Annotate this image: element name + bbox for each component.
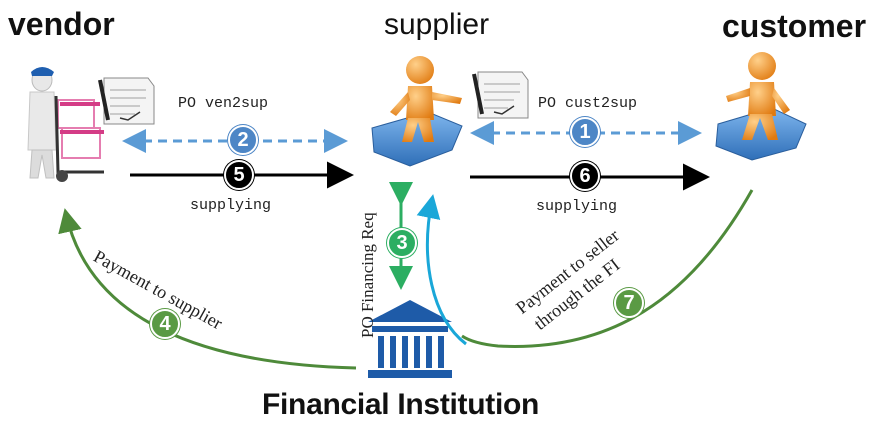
step-badge-6: 6 bbox=[570, 161, 600, 191]
step-badge-7: 7 bbox=[614, 288, 644, 318]
fi-payout-to-supplier-arrow bbox=[416, 194, 467, 346]
document-pen-icon bbox=[472, 71, 529, 119]
bank-building-icon bbox=[368, 300, 452, 378]
po-cust2sup-label: PO cust2sup bbox=[538, 95, 638, 112]
po-ven2sup-label: PO ven2sup bbox=[178, 95, 269, 112]
supplying-label-2: supplying bbox=[536, 198, 618, 215]
supplier-title: supplier bbox=[384, 8, 490, 41]
step-badge-4: 4 bbox=[150, 309, 180, 339]
vendor-title: vendor bbox=[8, 6, 115, 42]
po-financing-req-label: PO Financing Req bbox=[358, 212, 377, 338]
step-badge-5: 5 bbox=[224, 160, 254, 190]
supplier-figure-on-puzzle-icon bbox=[371, 56, 463, 167]
payment-to-supplier-arrow bbox=[58, 208, 357, 370]
customer-figure-on-puzzle-icon bbox=[715, 52, 807, 161]
vendor-person-handtruck-icon bbox=[27, 67, 104, 182]
customer-title: customer bbox=[722, 8, 867, 44]
supplying-label-1: supplying bbox=[190, 197, 272, 214]
step-badge-1: 1 bbox=[570, 117, 600, 147]
payment-to-seller-arrow bbox=[461, 189, 754, 348]
step-badge-2: 2 bbox=[228, 125, 258, 155]
financial-institution-title: Financial Institution bbox=[262, 388, 540, 421]
document-pen-icon bbox=[98, 77, 155, 125]
step-badge-3: 3 bbox=[387, 228, 417, 258]
